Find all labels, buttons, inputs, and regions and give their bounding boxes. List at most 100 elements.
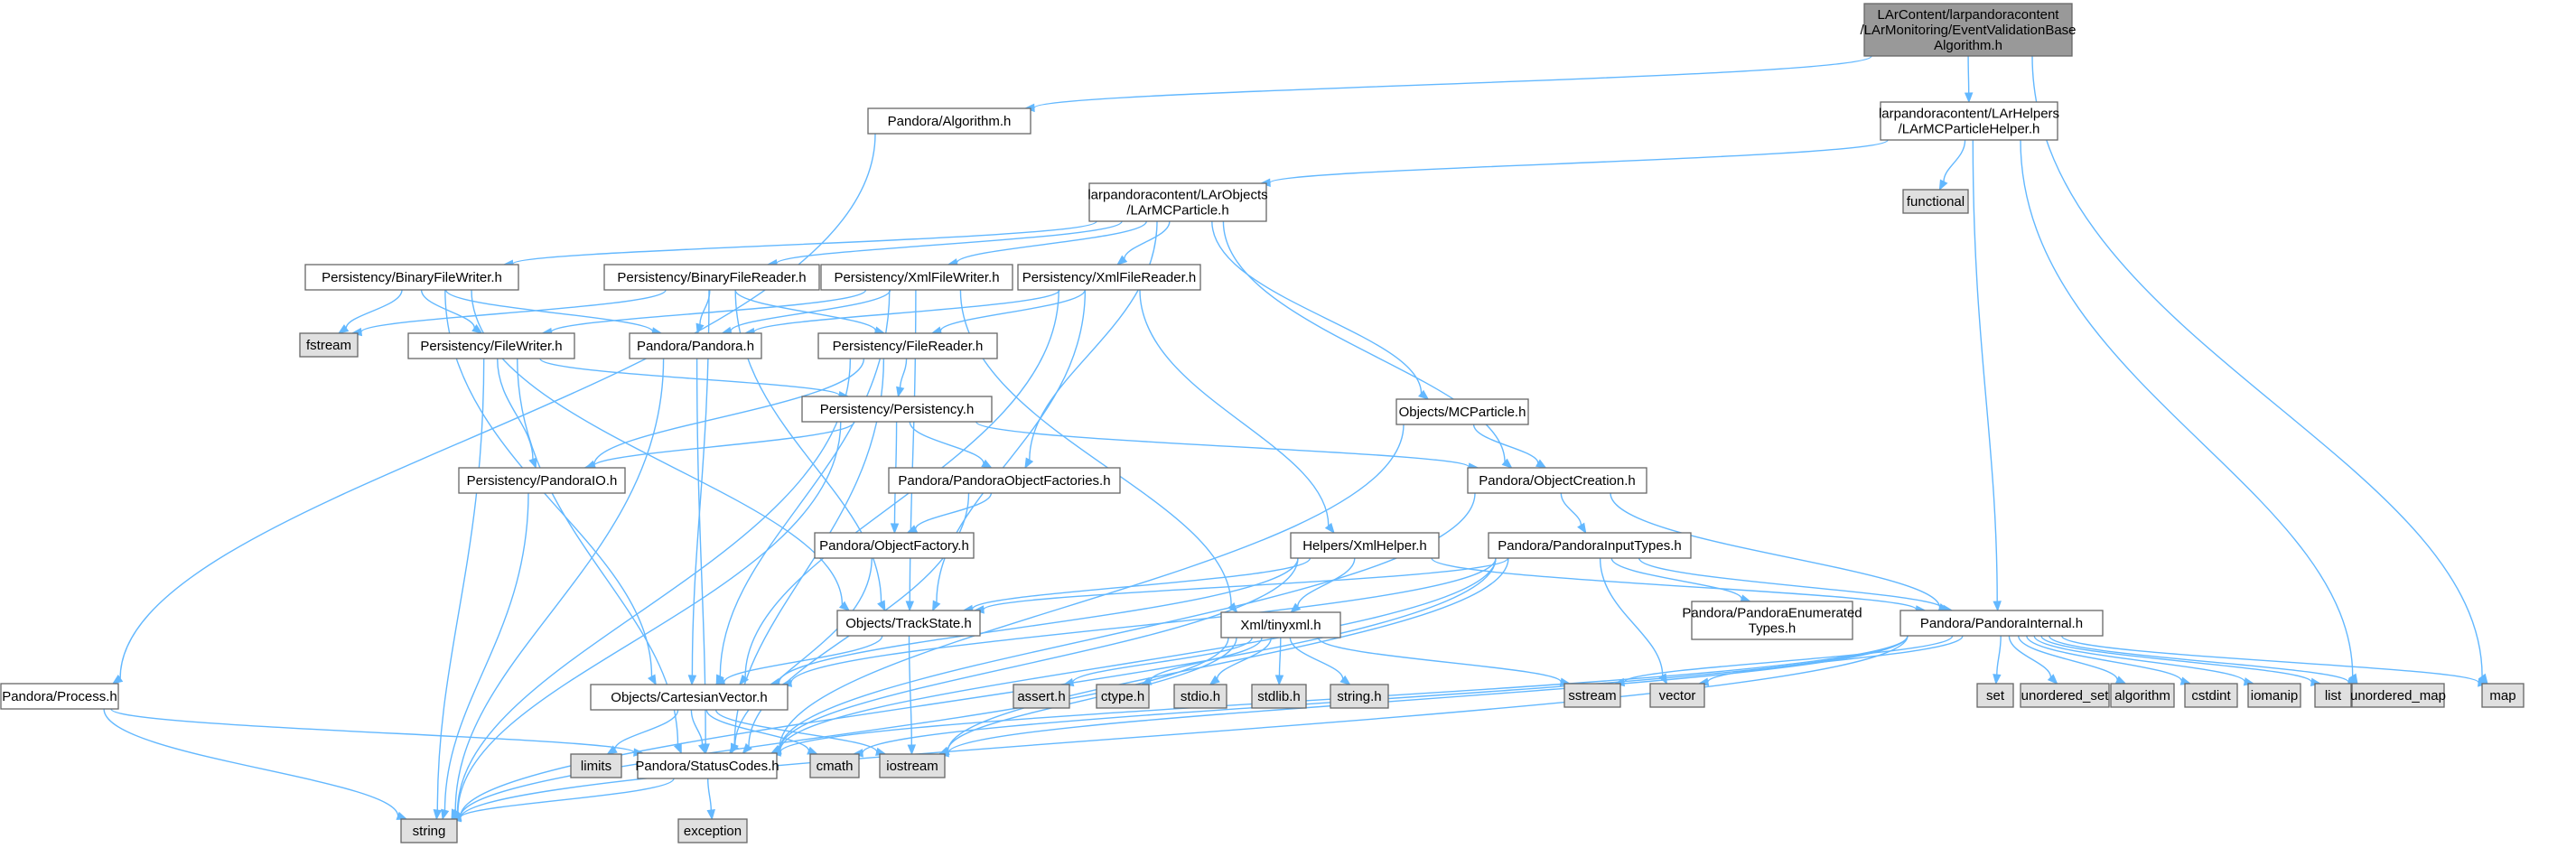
node-sstream: sstream (1563, 683, 1621, 708)
node-label: map (2489, 688, 2515, 704)
node-lmcp[interactable]: larpandoracontent/LArObjects/LArMCPartic… (1087, 182, 1268, 222)
node-label: Pandora/PandoraInputTypes.h (1498, 538, 1681, 554)
edge-pit-to-vector (1599, 557, 1668, 685)
node-box[interactable] (1220, 611, 1341, 638)
edge-sc-to-exception (706, 778, 715, 821)
node-box (2314, 683, 2352, 708)
node-label: Pandora/Process.h (2, 689, 117, 704)
arrowhead-icon (2047, 674, 2058, 685)
node-box[interactable] (637, 752, 778, 779)
edge-line (512, 220, 1097, 265)
node-box[interactable] (1488, 532, 1692, 559)
node-box[interactable] (304, 264, 519, 291)
node-box[interactable] (590, 684, 789, 711)
node-xfw[interactable]: Persistency/XmlFileWriter.h (820, 264, 1013, 291)
edge-oc-to-pit (1560, 492, 1587, 535)
node-bfw[interactable]: Persistency/BinaryFileWriter.h (304, 264, 519, 291)
node-pit[interactable]: Pandora/PandoraInputTypes.h (1488, 532, 1692, 559)
node-box[interactable] (867, 107, 1031, 135)
node-cv[interactable]: Objects/CartesianVector.h (590, 684, 789, 711)
node-box[interactable] (458, 467, 626, 494)
edge-txml-to-sstream (1317, 637, 1572, 686)
edge-line (1216, 637, 1272, 680)
node-box (1649, 683, 1705, 708)
edge-pint-to-map (2060, 635, 2489, 687)
node-box[interactable] (407, 332, 575, 359)
node-box (2184, 683, 2238, 708)
node-box[interactable] (1880, 101, 2058, 141)
node-pandora[interactable]: Pandora/Pandora.h (629, 332, 762, 359)
edge-root-to-alg (1023, 55, 1872, 113)
node-box[interactable] (0, 683, 119, 710)
edge-lmcp-to-bfw (502, 220, 1097, 269)
edge-cv-to-sc (690, 709, 706, 755)
edge-pint-to-umap (2049, 635, 2359, 687)
node-box (2110, 683, 2175, 708)
arrowhead-icon (528, 457, 537, 470)
node-box[interactable] (820, 264, 1013, 291)
node-pio[interactable]: Persistency/PandoraIO.h (458, 467, 626, 494)
edge-xfw-to-fw (541, 289, 867, 337)
node-alg[interactable]: Pandora/Algorithm.h (867, 107, 1031, 135)
node-box[interactable] (1017, 264, 1201, 291)
node-pof[interactable]: Pandora/PandoraObjectFactories.h (888, 467, 1121, 494)
node-box[interactable] (1395, 398, 1529, 425)
node-box[interactable] (1863, 3, 2073, 57)
node-ts[interactable]: Objects/TrackState.h (836, 610, 981, 637)
node-bfr[interactable]: Persistency/BinaryFileReader.h (603, 264, 820, 291)
node-box (809, 753, 860, 778)
node-oc[interactable]: Pandora/ObjectCreation.h (1467, 467, 1647, 494)
node-mcp[interactable]: Objects/MCParticle.h (1395, 398, 1529, 425)
edge-root-to-lmcph (1964, 55, 1974, 104)
edge-lmcp-to-pof (1024, 220, 1158, 470)
node-cstdint: cstdint (2184, 683, 2238, 708)
edge-line (1072, 637, 1253, 683)
node-umap: unordered_map (2350, 683, 2446, 708)
node-label: list (2325, 688, 2342, 704)
node-fr[interactable]: Persistency/FileReader.h (817, 332, 998, 359)
node-box[interactable] (814, 532, 975, 559)
node-stdlibh: stdlib.h (1251, 684, 1307, 709)
edge-line (1638, 557, 1945, 610)
node-box[interactable] (603, 264, 820, 291)
node-vector: vector (1649, 683, 1705, 708)
node-xmlh[interactable]: Helpers/XmlHelper.h (1290, 532, 1440, 559)
arrowhead-icon (111, 675, 124, 685)
node-pers[interactable]: Persistency/Persistency.h (801, 396, 993, 423)
node-txml[interactable]: Xml/tinyxml.h (1220, 611, 1341, 638)
node-xfr[interactable]: Persistency/XmlFileReader.h (1017, 264, 1201, 291)
node-fw[interactable]: Persistency/FileWriter.h (407, 332, 575, 359)
node-ofac[interactable]: Pandora/ObjectFactory.h (814, 532, 975, 559)
arrowhead-icon (729, 742, 739, 755)
node-box[interactable] (817, 332, 998, 359)
node-box[interactable] (1467, 467, 1647, 494)
edge-line (1211, 220, 1423, 394)
edge-line (714, 709, 878, 752)
node-proc[interactable]: Pandora/Process.h (0, 683, 119, 710)
edge-txml-to-stdioh (1209, 637, 1272, 685)
edge-line (457, 421, 842, 813)
arrowhead-icon (896, 386, 905, 398)
node-box[interactable] (1290, 532, 1440, 559)
arrowhead-icon (1116, 255, 1128, 266)
node-box[interactable] (1088, 182, 1267, 222)
edge-fw-to-pers (539, 358, 850, 400)
node-pint[interactable]: Pandora/PandoraInternal.h (1899, 610, 2104, 637)
node-iostream: iostream (879, 753, 946, 778)
node-box[interactable] (801, 396, 993, 423)
node-box[interactable] (1899, 610, 2104, 637)
edge-line (734, 289, 877, 331)
node-lmcph[interactable]: larpandoracontent/LArHelpers/LArMCPartic… (1879, 101, 2059, 141)
arrowhead-icon (1993, 674, 2002, 685)
node-sc[interactable]: Pandora/StatusCodes.h (635, 752, 779, 779)
node-box[interactable] (836, 610, 981, 637)
edge-fw-to-pio (497, 358, 537, 470)
node-box[interactable] (888, 467, 1121, 494)
edge-line (110, 708, 635, 753)
edge-line (947, 557, 1509, 751)
node-box[interactable] (1691, 601, 1853, 640)
edge-line (915, 492, 993, 529)
node-root[interactable]: LArContent/larpandoracontent/LArMonitori… (1860, 3, 2077, 57)
node-box[interactable] (629, 332, 762, 359)
